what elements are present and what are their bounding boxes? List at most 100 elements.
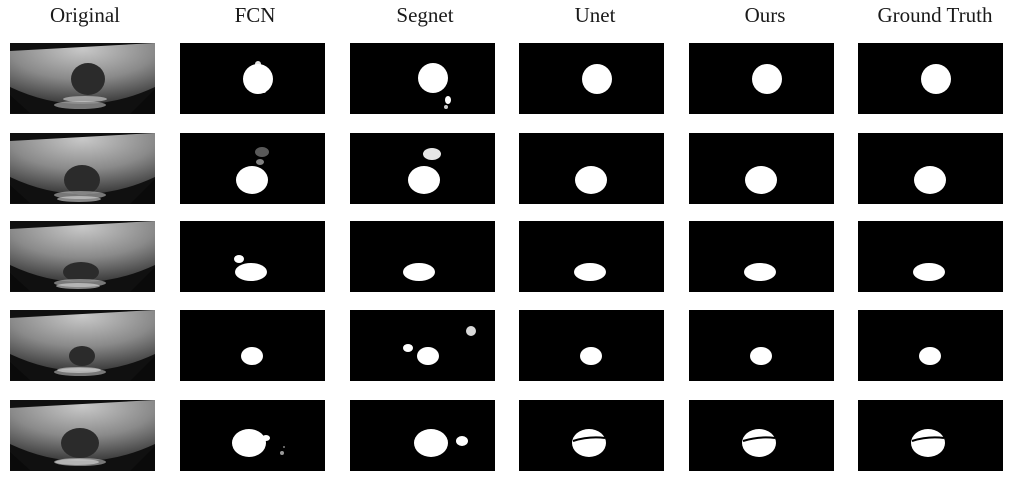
segmentation-blob (241, 347, 263, 365)
mask-background (519, 221, 664, 292)
ultrasound-image (10, 43, 155, 114)
segmentation-blob (752, 64, 782, 94)
segmentation-mask (350, 133, 495, 204)
spurious-blob (255, 147, 269, 157)
ultrasound-image (10, 400, 155, 471)
segmentation-mask (519, 133, 664, 204)
segmentation-mask (689, 43, 834, 114)
cell-ground-truth-row-5 (858, 400, 1003, 471)
segmentation-blob (417, 347, 439, 365)
cell-ground-truth-row-4 (858, 310, 1003, 381)
spurious-blob (444, 105, 448, 109)
lesion-region (71, 63, 105, 95)
mask-background (180, 221, 325, 292)
segmentation-mask (180, 310, 325, 381)
segmentation-blob (750, 347, 772, 365)
spurious-blob (456, 436, 468, 446)
segmentation-blob (582, 64, 612, 94)
segmentation-blob (921, 64, 951, 94)
cell-ours-row-4 (689, 310, 834, 381)
segmentation-mask (180, 400, 325, 471)
segmentation-mask (350, 43, 495, 114)
probe-arc (54, 458, 106, 466)
cell-fcn-row-4 (180, 310, 325, 381)
segmentation-blob (232, 429, 266, 457)
segmentation-blob (914, 166, 946, 194)
segmentation-mask (689, 133, 834, 204)
segmentation-mask (519, 221, 664, 292)
image-corner (130, 356, 155, 381)
segmentation-blob (418, 63, 448, 93)
probe-arc (54, 191, 106, 199)
segmentation-blob (580, 347, 602, 365)
spurious-blob (283, 446, 285, 448)
mask-background (519, 310, 664, 381)
cell-fcn-row-1 (180, 43, 325, 114)
blob-split-line (742, 436, 776, 442)
cell-fcn-row-3 (180, 221, 325, 292)
spurious-blob (255, 61, 261, 67)
spurious-blob (262, 89, 266, 93)
cell-ours-row-1 (689, 43, 834, 114)
segmentation-blob (919, 347, 941, 365)
lesion-region (61, 428, 99, 458)
cell-segnet-row-5 (350, 400, 495, 471)
column-header-original: Original (50, 3, 120, 27)
cell-unet-row-2 (519, 133, 664, 204)
ultrasound-fan (10, 221, 155, 282)
spurious-blob (423, 148, 441, 160)
segmentation-mask (350, 310, 495, 381)
segmentation-blob (744, 263, 776, 281)
ultrasound-image (10, 133, 155, 204)
segmentation-mask (858, 400, 1003, 471)
ultrasound-image (10, 221, 155, 292)
segmentation-mask (519, 400, 664, 471)
segmentation-blob (913, 263, 945, 281)
image-corner (130, 179, 155, 204)
cell-unet-row-1 (519, 43, 664, 114)
segmentation-blob (408, 166, 440, 194)
probe-arc (54, 279, 106, 287)
segmentation-mask (689, 400, 834, 471)
image-corner (10, 273, 30, 291)
segmentation-blob (911, 429, 945, 457)
segmentation-mask (858, 221, 1003, 292)
segmentation-mask (858, 43, 1003, 114)
image-corner (130, 267, 155, 292)
cell-unet-row-3 (519, 221, 664, 292)
image-corner (10, 452, 30, 470)
segmentation-mask (519, 310, 664, 381)
segmentation-mask (180, 43, 325, 114)
probe-arc (54, 101, 106, 109)
cell-segnet-row-4 (350, 310, 495, 381)
lesion-region (69, 346, 95, 366)
spurious-blob (256, 159, 264, 165)
segmentation-blob (236, 166, 268, 194)
probe-arc (54, 368, 106, 376)
cell-fcn-row-5 (180, 400, 325, 471)
echo-band (63, 96, 107, 102)
cell-original-row-1 (10, 43, 155, 114)
segmentation-mask (519, 43, 664, 114)
image-corner (130, 89, 155, 114)
segmentation-blob (742, 429, 776, 457)
column-header-ours: Ours (744, 3, 786, 27)
spurious-blob (403, 344, 413, 352)
column-header-ground-truth: Ground Truth (877, 3, 993, 27)
cell-ours-row-3 (689, 221, 834, 292)
segmentation-mask (689, 221, 834, 292)
mask-background (350, 310, 495, 381)
segmentation-blob (414, 429, 448, 457)
spurious-blob (262, 435, 270, 441)
segmentation-blob (243, 64, 273, 94)
cell-original-row-5 (10, 400, 155, 471)
cell-ours-row-2 (689, 133, 834, 204)
blob-split-line (911, 436, 945, 442)
segmentation-blob (235, 263, 267, 281)
segmentation-mask (689, 310, 834, 381)
lesion-region (63, 262, 99, 282)
segmentation-blob (745, 166, 777, 194)
mask-background (689, 221, 834, 292)
segmentation-mask (350, 400, 495, 471)
